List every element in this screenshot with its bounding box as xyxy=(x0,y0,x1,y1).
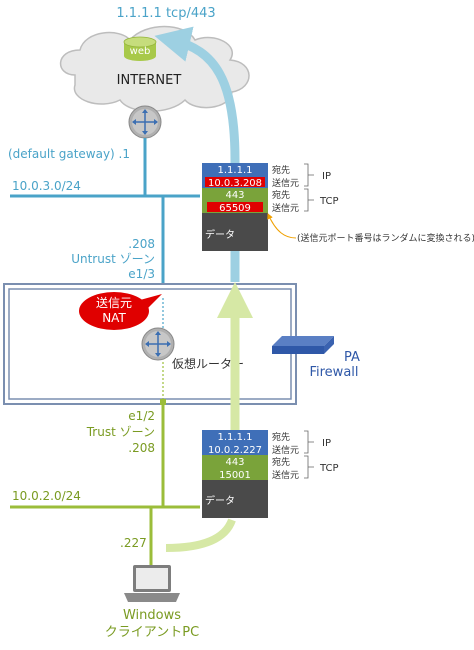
packet-upper-dst-ip-row xyxy=(202,163,268,175)
nat-callout xyxy=(79,292,162,330)
untrust-zone-label: Untrust ゾーン xyxy=(71,252,155,266)
nat-label-line2: NAT xyxy=(102,311,126,325)
trust-ip-label: .208 xyxy=(128,441,155,455)
packet-lower-dst-ip: 1.1.1.1 xyxy=(218,432,253,443)
packet-upper-dst-port: 443 xyxy=(225,190,244,201)
packet-lower-dst-port: 443 xyxy=(225,457,244,468)
default-gateway-label: (default gateway) .1 xyxy=(8,147,130,161)
packet-upper-src-ip-highlight xyxy=(205,177,265,187)
laptop-icon xyxy=(124,565,180,602)
upper-label-tcp: TCP xyxy=(319,196,339,207)
upper-field-brackets xyxy=(304,163,314,212)
packet-upper-dst-port-row xyxy=(202,188,268,200)
pa-firewall-icon xyxy=(272,336,334,354)
client-to-firewall-arrow xyxy=(165,518,236,552)
packet-lower-src-port-row xyxy=(202,467,268,480)
packet-lower-dst-ip-row xyxy=(202,430,268,442)
virtual-router-label: 仮想ルーター xyxy=(172,356,244,371)
lower-label-src-port: 送信元 xyxy=(272,469,299,481)
trust-subnet-label: 10.0.2.0/24 xyxy=(12,489,81,503)
upper-label-src-ip: 送信元 xyxy=(272,177,299,189)
packet-upper-src-port-highlight xyxy=(207,202,263,212)
web-label: web xyxy=(130,46,151,57)
packet-upper-dst-ip: 1.1.1.1 xyxy=(218,165,253,176)
destination-label: 1.1.1.1 tcp/443 xyxy=(116,6,215,21)
internet-router-icon xyxy=(128,105,162,139)
upper-label-dst-ip: 宛先 xyxy=(272,164,290,176)
untrust-ip-label: .208 xyxy=(128,237,155,251)
port-note-arrow xyxy=(267,213,297,239)
pa-label: PA xyxy=(344,350,360,365)
client-label-line2: クライアントPC xyxy=(105,625,199,640)
packet-lower-data: データ xyxy=(205,494,235,507)
port-note: (送信元ポート番号はランダムに変換される) xyxy=(297,232,474,244)
lower-label-dst-port: 宛先 xyxy=(272,456,290,468)
trust-interface-label: e1/2 xyxy=(128,409,155,423)
lower-label-src-ip: 送信元 xyxy=(272,444,299,456)
upper-label-src-port: 送信元 xyxy=(272,202,299,214)
trust-zone-label: Trust ゾーン xyxy=(86,425,155,439)
e1-2-port xyxy=(160,399,166,405)
packet-lower-dst-port-row xyxy=(202,455,268,467)
packet-lower-data-row xyxy=(202,480,268,518)
upper-label-dst-port: 宛先 xyxy=(272,189,290,201)
nat-label-line1: 送信元 xyxy=(96,295,132,310)
packet-lower-src-port: 15001 xyxy=(219,470,251,481)
lower-label-dst-ip: 宛先 xyxy=(272,431,290,443)
packet-upper-data-row xyxy=(202,213,268,251)
lower-label-tcp: TCP xyxy=(319,463,339,474)
client-label-line1: Windows xyxy=(123,608,181,623)
packet-lower xyxy=(202,430,268,518)
internet-label: INTERNET xyxy=(117,73,182,88)
packet-upper-data: データ xyxy=(205,228,235,241)
packet-upper-src-ip: 10.0.3.208 xyxy=(208,178,262,189)
packet-upper xyxy=(202,163,268,251)
untrust-interface-label: e1/3 xyxy=(128,267,155,281)
lower-label-ip: IP xyxy=(322,438,331,449)
web-server-icon xyxy=(123,36,157,61)
outbound-arrow-untrust xyxy=(154,26,240,282)
untrust-subnet-label: 10.0.3.0/24 xyxy=(12,179,81,193)
upper-label-ip: IP xyxy=(322,171,331,182)
packet-upper-src-port: 65509 xyxy=(219,203,251,214)
packet-lower-src-ip-row xyxy=(202,442,268,455)
internet-cloud xyxy=(59,25,250,112)
client-ip-label: .227 xyxy=(120,536,147,550)
virtual-router-icon xyxy=(141,327,175,361)
lower-field-brackets xyxy=(304,430,314,479)
firewall-label: Firewall xyxy=(309,365,358,380)
packet-lower-src-ip: 10.0.2.227 xyxy=(208,445,262,456)
